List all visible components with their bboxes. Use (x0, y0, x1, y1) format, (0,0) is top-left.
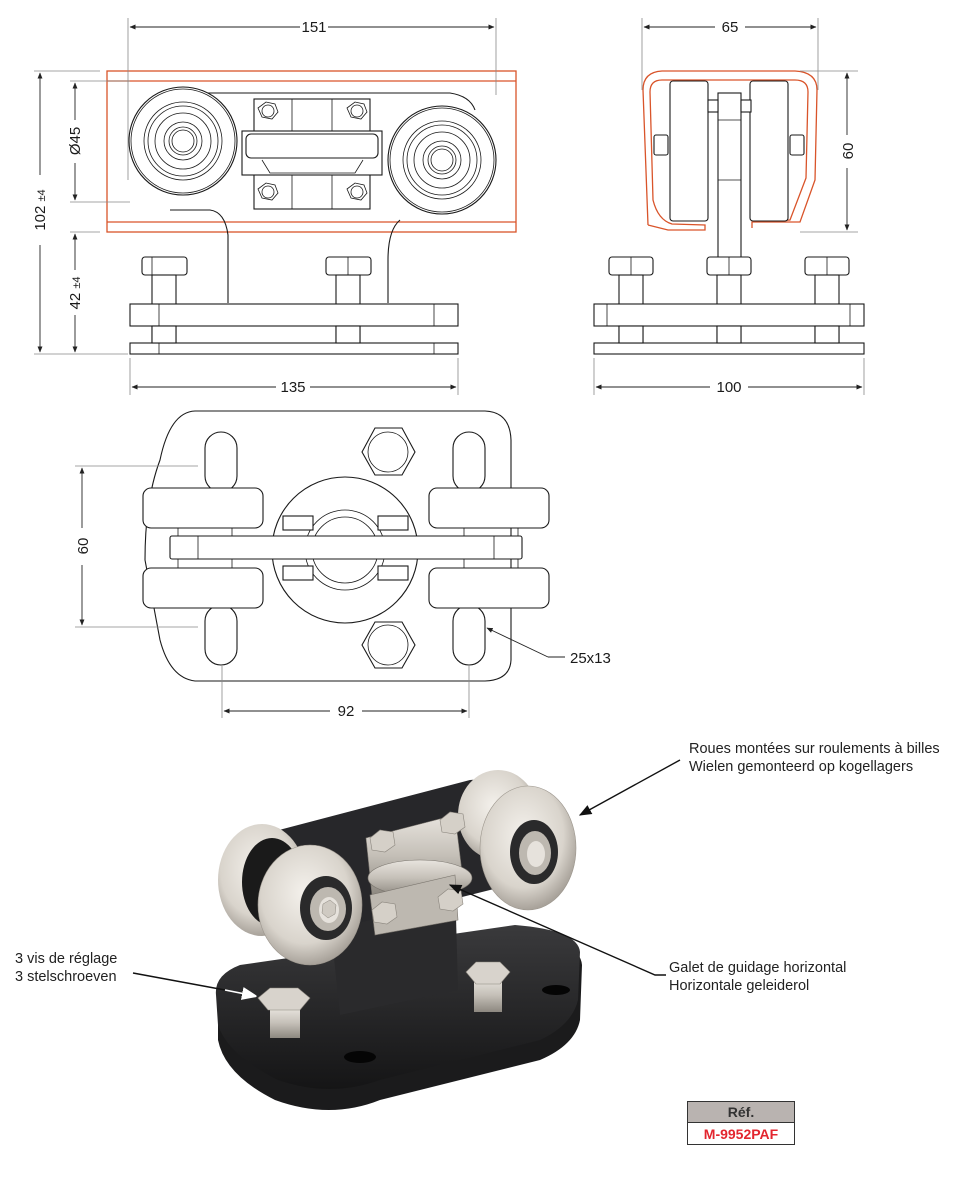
dim-slot-size: 25x13 (570, 650, 611, 667)
dim-42: 42 ±4 (67, 276, 84, 309)
rail-profile (642, 70, 818, 231)
base-plate-top (144, 410, 512, 682)
right-wheel (387, 105, 497, 215)
callout-screws-arrow (132, 972, 226, 991)
callout-wheels-fr: Roues montées sur roulements à billes (689, 741, 940, 757)
hex-nut (257, 101, 368, 201)
dim-102: 102 ±4 (32, 189, 49, 230)
render-wheel-front-left (257, 844, 363, 966)
callout-screws-fr: 3 vis de réglage (15, 951, 118, 967)
side-dimensions: 65 60 100 (593, 18, 865, 396)
product-render (215, 770, 582, 1110)
dim-100: 100 (716, 379, 741, 396)
top-wheels (142, 487, 550, 609)
front-view: 151 102 ±4 Ø45 42 ±4 135 (32, 18, 517, 396)
top-dimensions: 60 92 25x13 (75, 465, 611, 720)
reference-header: Réf. (687, 1101, 795, 1123)
render-wheel-front-right (479, 785, 577, 911)
dim-60-rail: 60 (840, 143, 857, 160)
render-guide-roller (365, 811, 473, 936)
callout-wheels-nl: Wielen gemonteerd op kogellagers (689, 759, 914, 775)
top-view: 60 92 25x13 (75, 410, 611, 720)
hex-bolt-bottom (361, 621, 416, 669)
callout-screws-nl: 3 stelschroeven (15, 969, 117, 985)
front-dimensions: 151 102 ±4 Ø45 42 ±4 135 (32, 18, 497, 396)
callout-adjust-screws: 3 vis de réglage 3 stelschroeven (15, 950, 117, 986)
guide-roller-clamp (241, 98, 383, 210)
callout-wheels: Roues montées sur roulements à billes Wi… (689, 740, 940, 776)
dim-135: 135 (280, 379, 305, 396)
dim-wheel-diameter: Ø45 (67, 127, 84, 155)
callout-guide-roller: Galet de guidage horizontal Horizontale … (669, 959, 846, 995)
carriage-bar-top (169, 535, 523, 560)
dim-151: 151 (301, 19, 326, 36)
render-adjust-bolts (257, 961, 511, 1038)
dim-60-wheels: 60 (75, 538, 92, 555)
rail-outline (106, 70, 517, 233)
callout-guide-roller-nl: Horizontale geleiderol (669, 978, 810, 994)
carriage-body (170, 92, 476, 303)
callout-wheels-arrow (578, 759, 681, 816)
base-plates-front (129, 303, 459, 355)
side-view: 65 60 100 (593, 18, 865, 396)
reference-table: Réf. M-9952PAF (687, 1101, 795, 1145)
callout-guide-roller-arrow (448, 884, 666, 976)
dim-65: 65 (722, 19, 739, 36)
reference-value: M-9952PAF (687, 1122, 795, 1145)
left-wheel (128, 86, 238, 196)
dim-92: 92 (338, 703, 355, 720)
hex-bolt-top (361, 427, 416, 476)
base-plates-side (593, 303, 865, 355)
callout-guide-roller-fr: Galet de guidage horizontal (669, 960, 847, 976)
